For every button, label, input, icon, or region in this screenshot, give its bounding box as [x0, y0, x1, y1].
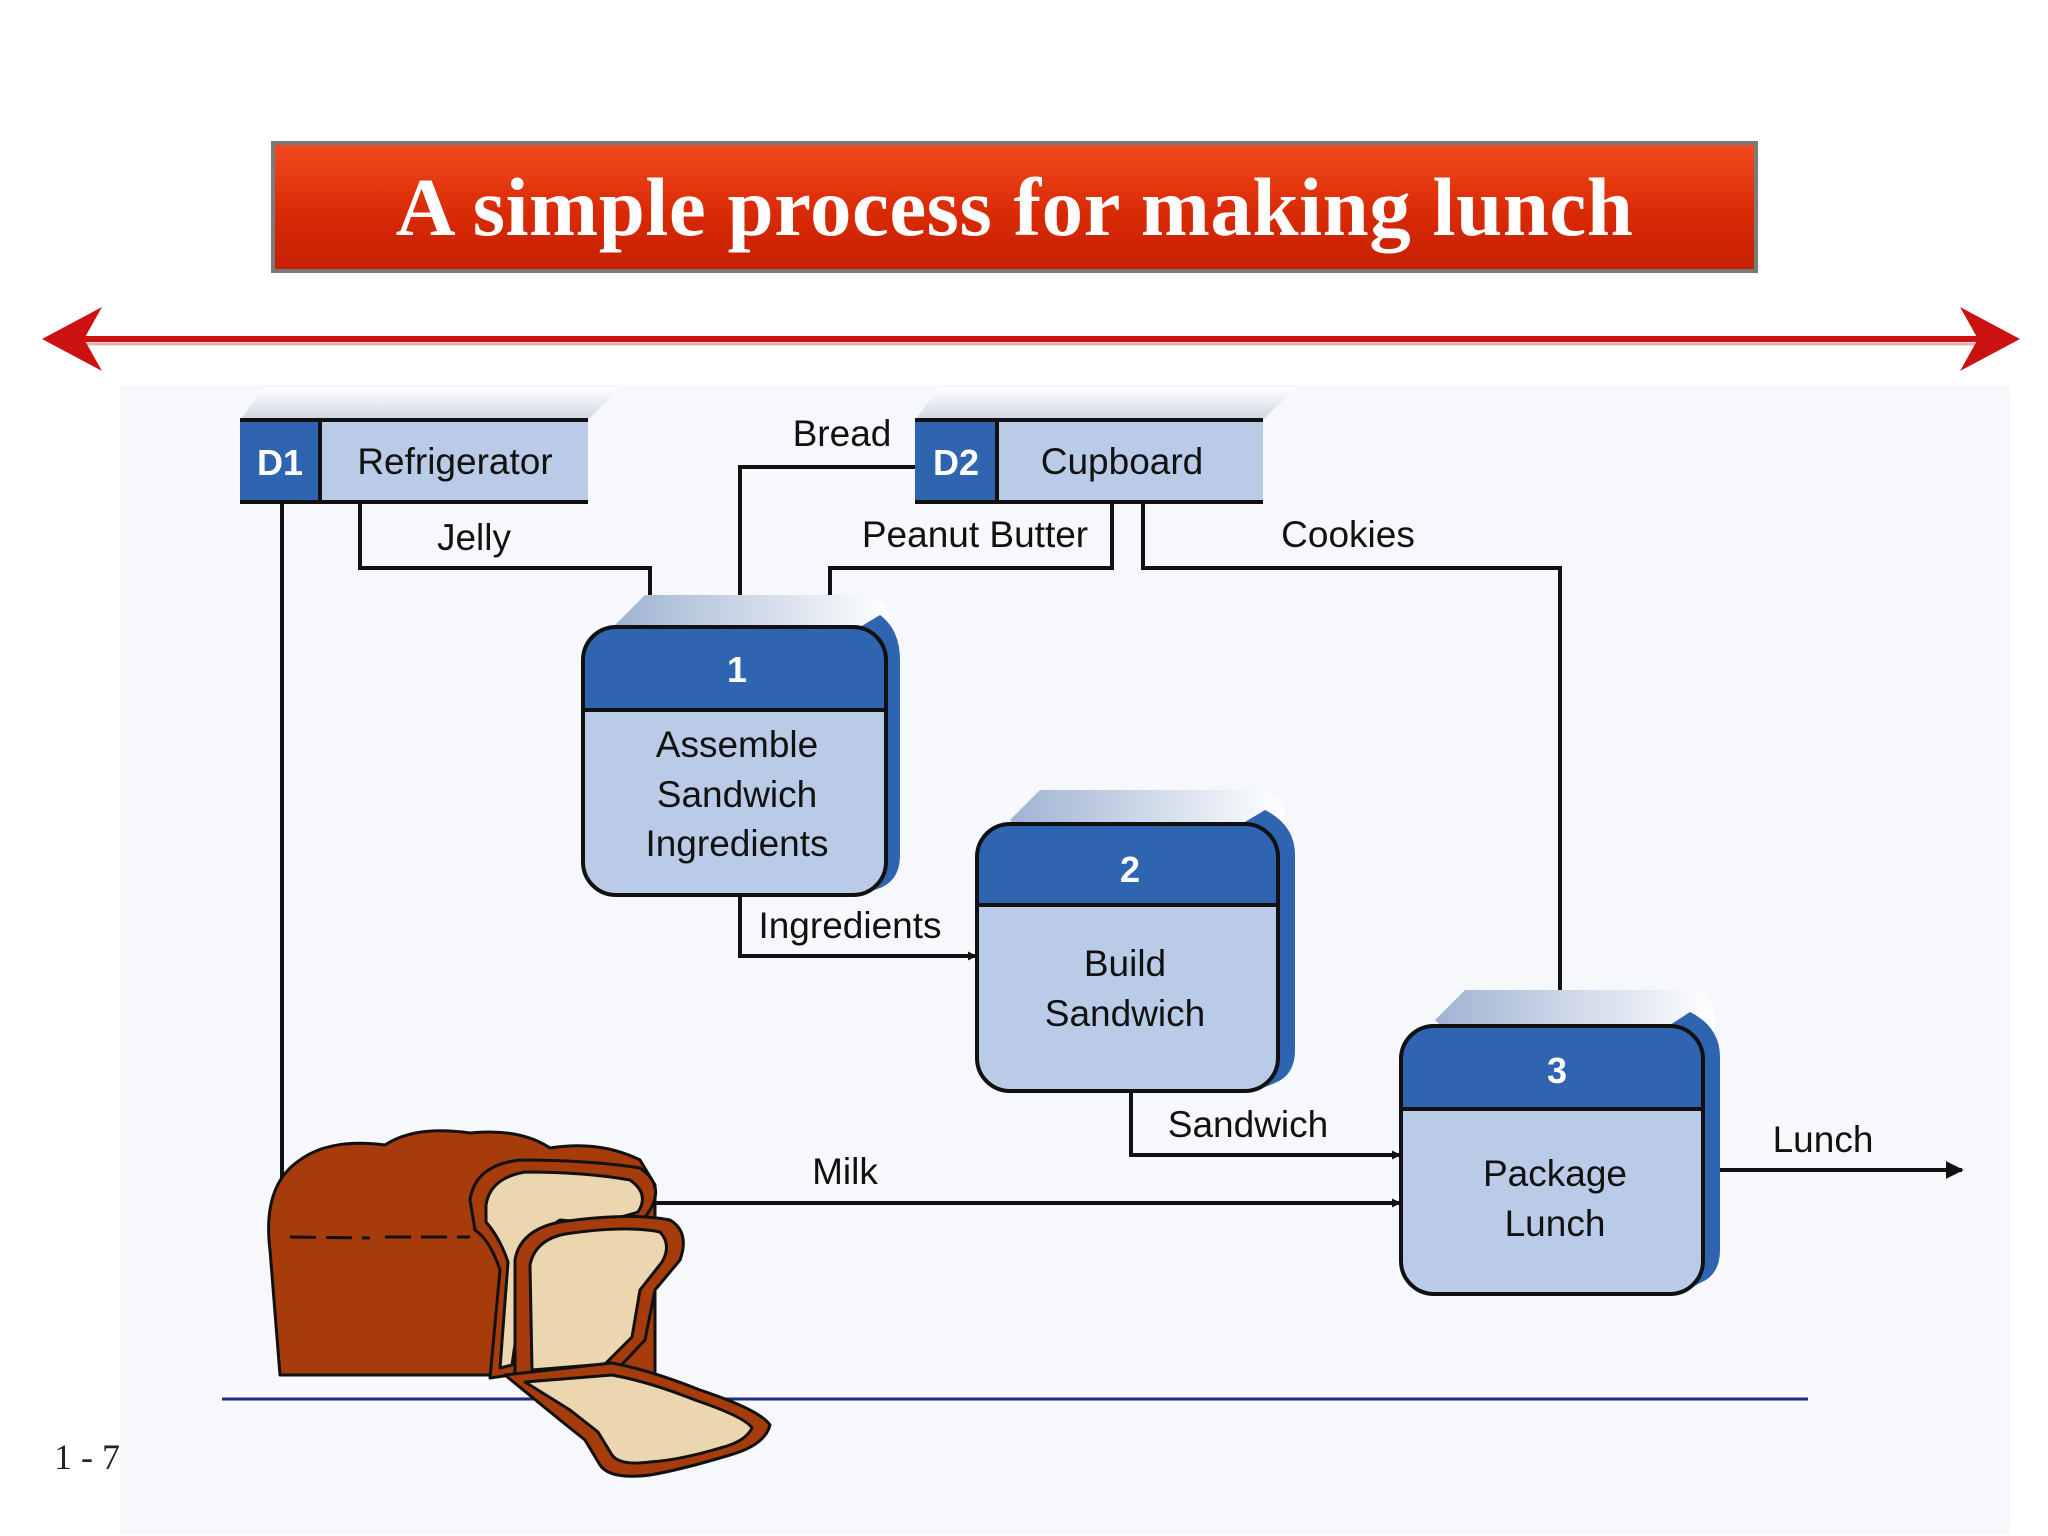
process-name-line: Assemble	[656, 724, 818, 765]
process-name-line: Package	[1483, 1153, 1627, 1194]
process-number: 3	[1547, 1050, 1567, 1091]
store-id-label: D2	[933, 442, 979, 483]
flow-cookies	[1141, 502, 1565, 1021]
flow-label-milk: Milk	[812, 1151, 878, 1192]
flow-label-bread: Bread	[793, 413, 892, 454]
data-store-d2: D2 Cupboard	[915, 387, 1296, 504]
flow-sandwich	[1129, 1091, 1401, 1160]
left-arrowhead-icon	[42, 307, 102, 371]
flow-label-sandwich: Sandwich	[1168, 1104, 1328, 1145]
flow-label-ingredients: Ingredients	[758, 905, 941, 946]
flow-ingredients	[738, 895, 977, 961]
process-2: 2 Build Sandwich	[975, 790, 1295, 1093]
store-id-box	[915, 420, 997, 502]
flow-label-jelly: Jelly	[437, 517, 512, 558]
page-number: 1 - 7	[54, 1437, 120, 1477]
process-name-line: Lunch	[1505, 1203, 1606, 1244]
data-store-d1: D1 Refrigerator	[240, 387, 620, 504]
bread-loaf-icon	[267, 1129, 772, 1478]
title-bar: A simple process for making lunch	[271, 141, 1758, 273]
process-number: 1	[727, 649, 747, 690]
store-name-label: Refrigerator	[357, 441, 552, 482]
process-number: 2	[1120, 849, 1140, 890]
flow-label-cookies: Cookies	[1281, 514, 1415, 555]
store-id-label: D1	[257, 442, 303, 483]
store-name-box	[320, 420, 588, 502]
right-arrowhead-icon	[1960, 307, 2020, 371]
process-name-line: Sandwich	[657, 774, 817, 815]
process-3: 3 Package Lunch	[1399, 990, 1720, 1296]
process-1: 1 Assemble Sandwich Ingredients	[581, 595, 900, 897]
flow-bread	[735, 465, 915, 619]
flow-peanut-butter	[825, 502, 1114, 619]
divider-arrow	[42, 307, 2020, 371]
flow-label-peanut-butter: Peanut Butter	[862, 514, 1088, 555]
slide-title: A simple process for making lunch	[395, 161, 1634, 253]
process-name-line: Sandwich	[1045, 993, 1205, 1034]
store-name-box	[997, 420, 1263, 502]
store-id-box	[240, 420, 320, 502]
process-name-line: Build	[1084, 943, 1166, 984]
flow-jelly	[358, 502, 655, 619]
process-name-line: Ingredients	[645, 823, 828, 864]
store-name-label: Cupboard	[1041, 441, 1204, 482]
flow-label-lunch: Lunch	[1773, 1119, 1874, 1160]
